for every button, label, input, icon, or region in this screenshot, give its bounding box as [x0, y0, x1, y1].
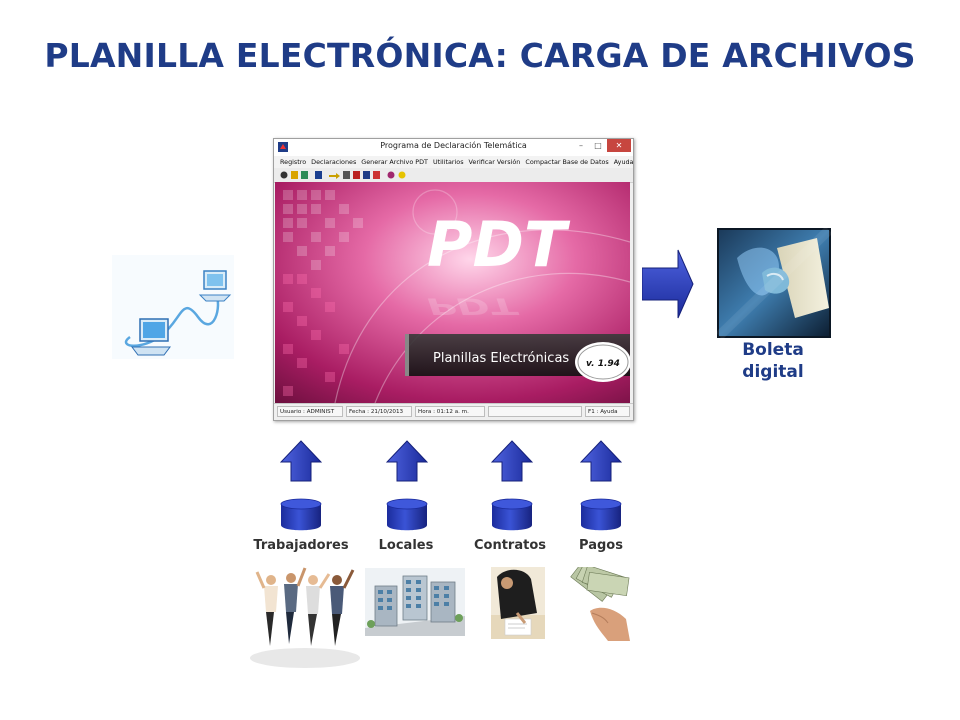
slide-title: PLANILLA ELECTRÓNICA: CARGA DE ARCHIVOS [44, 36, 916, 75]
status-time: Hora : 01:12 a. m. [415, 406, 485, 417]
toolbar-icons[interactable] [280, 171, 406, 179]
signing-contract-photo [491, 567, 545, 639]
version-badge: v. 1.94 [586, 359, 620, 369]
up-arrow-icon [386, 440, 428, 482]
minimize-icon: – [579, 141, 583, 150]
money-payment-photo [568, 567, 630, 641]
menu-registro[interactable]: Registro [280, 158, 307, 166]
splash-product-name: Planillas Electrónicas [433, 351, 569, 366]
maximize-icon: □ [594, 141, 602, 150]
boleta-digital-label: Boleta digital [742, 340, 804, 382]
toolbar [274, 168, 633, 183]
close-button[interactable]: ✕ [607, 139, 631, 152]
source-label-locales: Locales [378, 538, 434, 553]
source-label-pagos: Pagos [579, 538, 623, 553]
source-label-contratos: Contratos [473, 538, 546, 553]
menu-bar: Registro Declaraciones Generar Archivo P… [274, 156, 633, 168]
status-help: F1 : Ayuda [585, 406, 630, 417]
app-logo-icon [278, 142, 288, 152]
svg-text:PDT: PDT [427, 293, 520, 319]
status-date: Fecha : 21/10/2013 [346, 406, 412, 417]
maximize-button[interactable]: □ [590, 139, 606, 152]
database-cylinder-icon [491, 498, 533, 531]
menu-ayuda[interactable]: Ayuda [613, 158, 634, 166]
status-bar: Usuario : ADMINIST Fecha : 21/10/2013 Ho… [274, 403, 633, 420]
status-empty [488, 406, 582, 417]
minimize-button[interactable]: – [573, 139, 589, 152]
menu-compactar[interactable]: Compactar Base de Datos [525, 158, 609, 166]
pdt-application-window: Programa de Declaración Telemática – □ ✕… [273, 138, 634, 421]
database-cylinder-icon [280, 498, 322, 531]
menu-generar-archivo[interactable]: Generar Archivo PDT [361, 158, 428, 166]
buildings-photo [365, 568, 465, 636]
up-arrow-icon [580, 440, 622, 482]
network-computers-icon [112, 255, 234, 359]
boleta-digital-image [717, 228, 831, 338]
status-user: Usuario : ADMINIST [277, 406, 343, 417]
pdt-splash-screen: PDT PDT Planillas Electrónicas v. 1.94 [275, 182, 630, 403]
database-cylinder-icon [580, 498, 622, 531]
database-cylinder-icon [386, 498, 428, 531]
menu-utilitarios[interactable]: Utilitarios [432, 158, 464, 166]
pdt-logo-text: PDT [427, 208, 571, 281]
right-arrow-icon [642, 249, 694, 319]
window-titlebar: Programa de Declaración Telemática – □ ✕ [274, 139, 633, 156]
splash-artwork: PDT PDT Planillas Electrónicas v. 1.94 [275, 182, 630, 403]
menu-declaraciones[interactable]: Declaraciones [311, 158, 357, 166]
up-arrow-icon [491, 440, 533, 482]
menu-verificar-version[interactable]: Verificar Versión [468, 158, 521, 166]
window-title: Programa de Declaración Telemática [380, 141, 527, 150]
up-arrow-icon [280, 440, 322, 482]
close-icon: ✕ [615, 141, 623, 150]
source-label-trabajadores: Trabajadores [253, 538, 349, 553]
workers-photo [249, 562, 362, 670]
